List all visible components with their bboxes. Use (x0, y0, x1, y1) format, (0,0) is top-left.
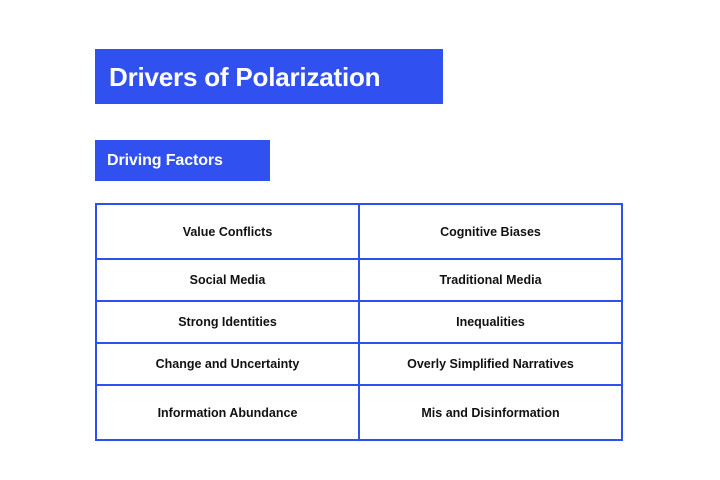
table-row: Strong Identities Inequalities (95, 300, 623, 344)
table-row: Value Conflicts Cognitive Biases (95, 203, 623, 260)
table-cell-left: Information Abundance (95, 384, 360, 441)
table-cell-right: Mis and Disinformation (358, 384, 623, 441)
table-row: Social Media Traditional Media (95, 258, 623, 302)
table-cell-left: Strong Identities (95, 300, 360, 344)
table-row: Change and Uncertainty Overly Simplified… (95, 342, 623, 386)
table-cell-right: Traditional Media (358, 258, 623, 302)
table-cell-left: Change and Uncertainty (95, 342, 360, 386)
table-row: Information Abundance Mis and Disinforma… (95, 384, 623, 441)
page-title: Drivers of Polarization (109, 61, 381, 92)
table-cell-right: Cognitive Biases (358, 203, 623, 260)
driving-factors-table: Value Conflicts Cognitive Biases Social … (95, 203, 623, 441)
table-cell-left: Social Media (95, 258, 360, 302)
section-heading: Driving Factors (107, 151, 223, 169)
table-cell-right: Overly Simplified Narratives (358, 342, 623, 386)
table-cell-left: Value Conflicts (95, 203, 360, 260)
title-banner: Drivers of Polarization (95, 49, 443, 104)
subtitle-banner: Driving Factors (95, 140, 270, 181)
table-cell-right: Inequalities (358, 300, 623, 344)
